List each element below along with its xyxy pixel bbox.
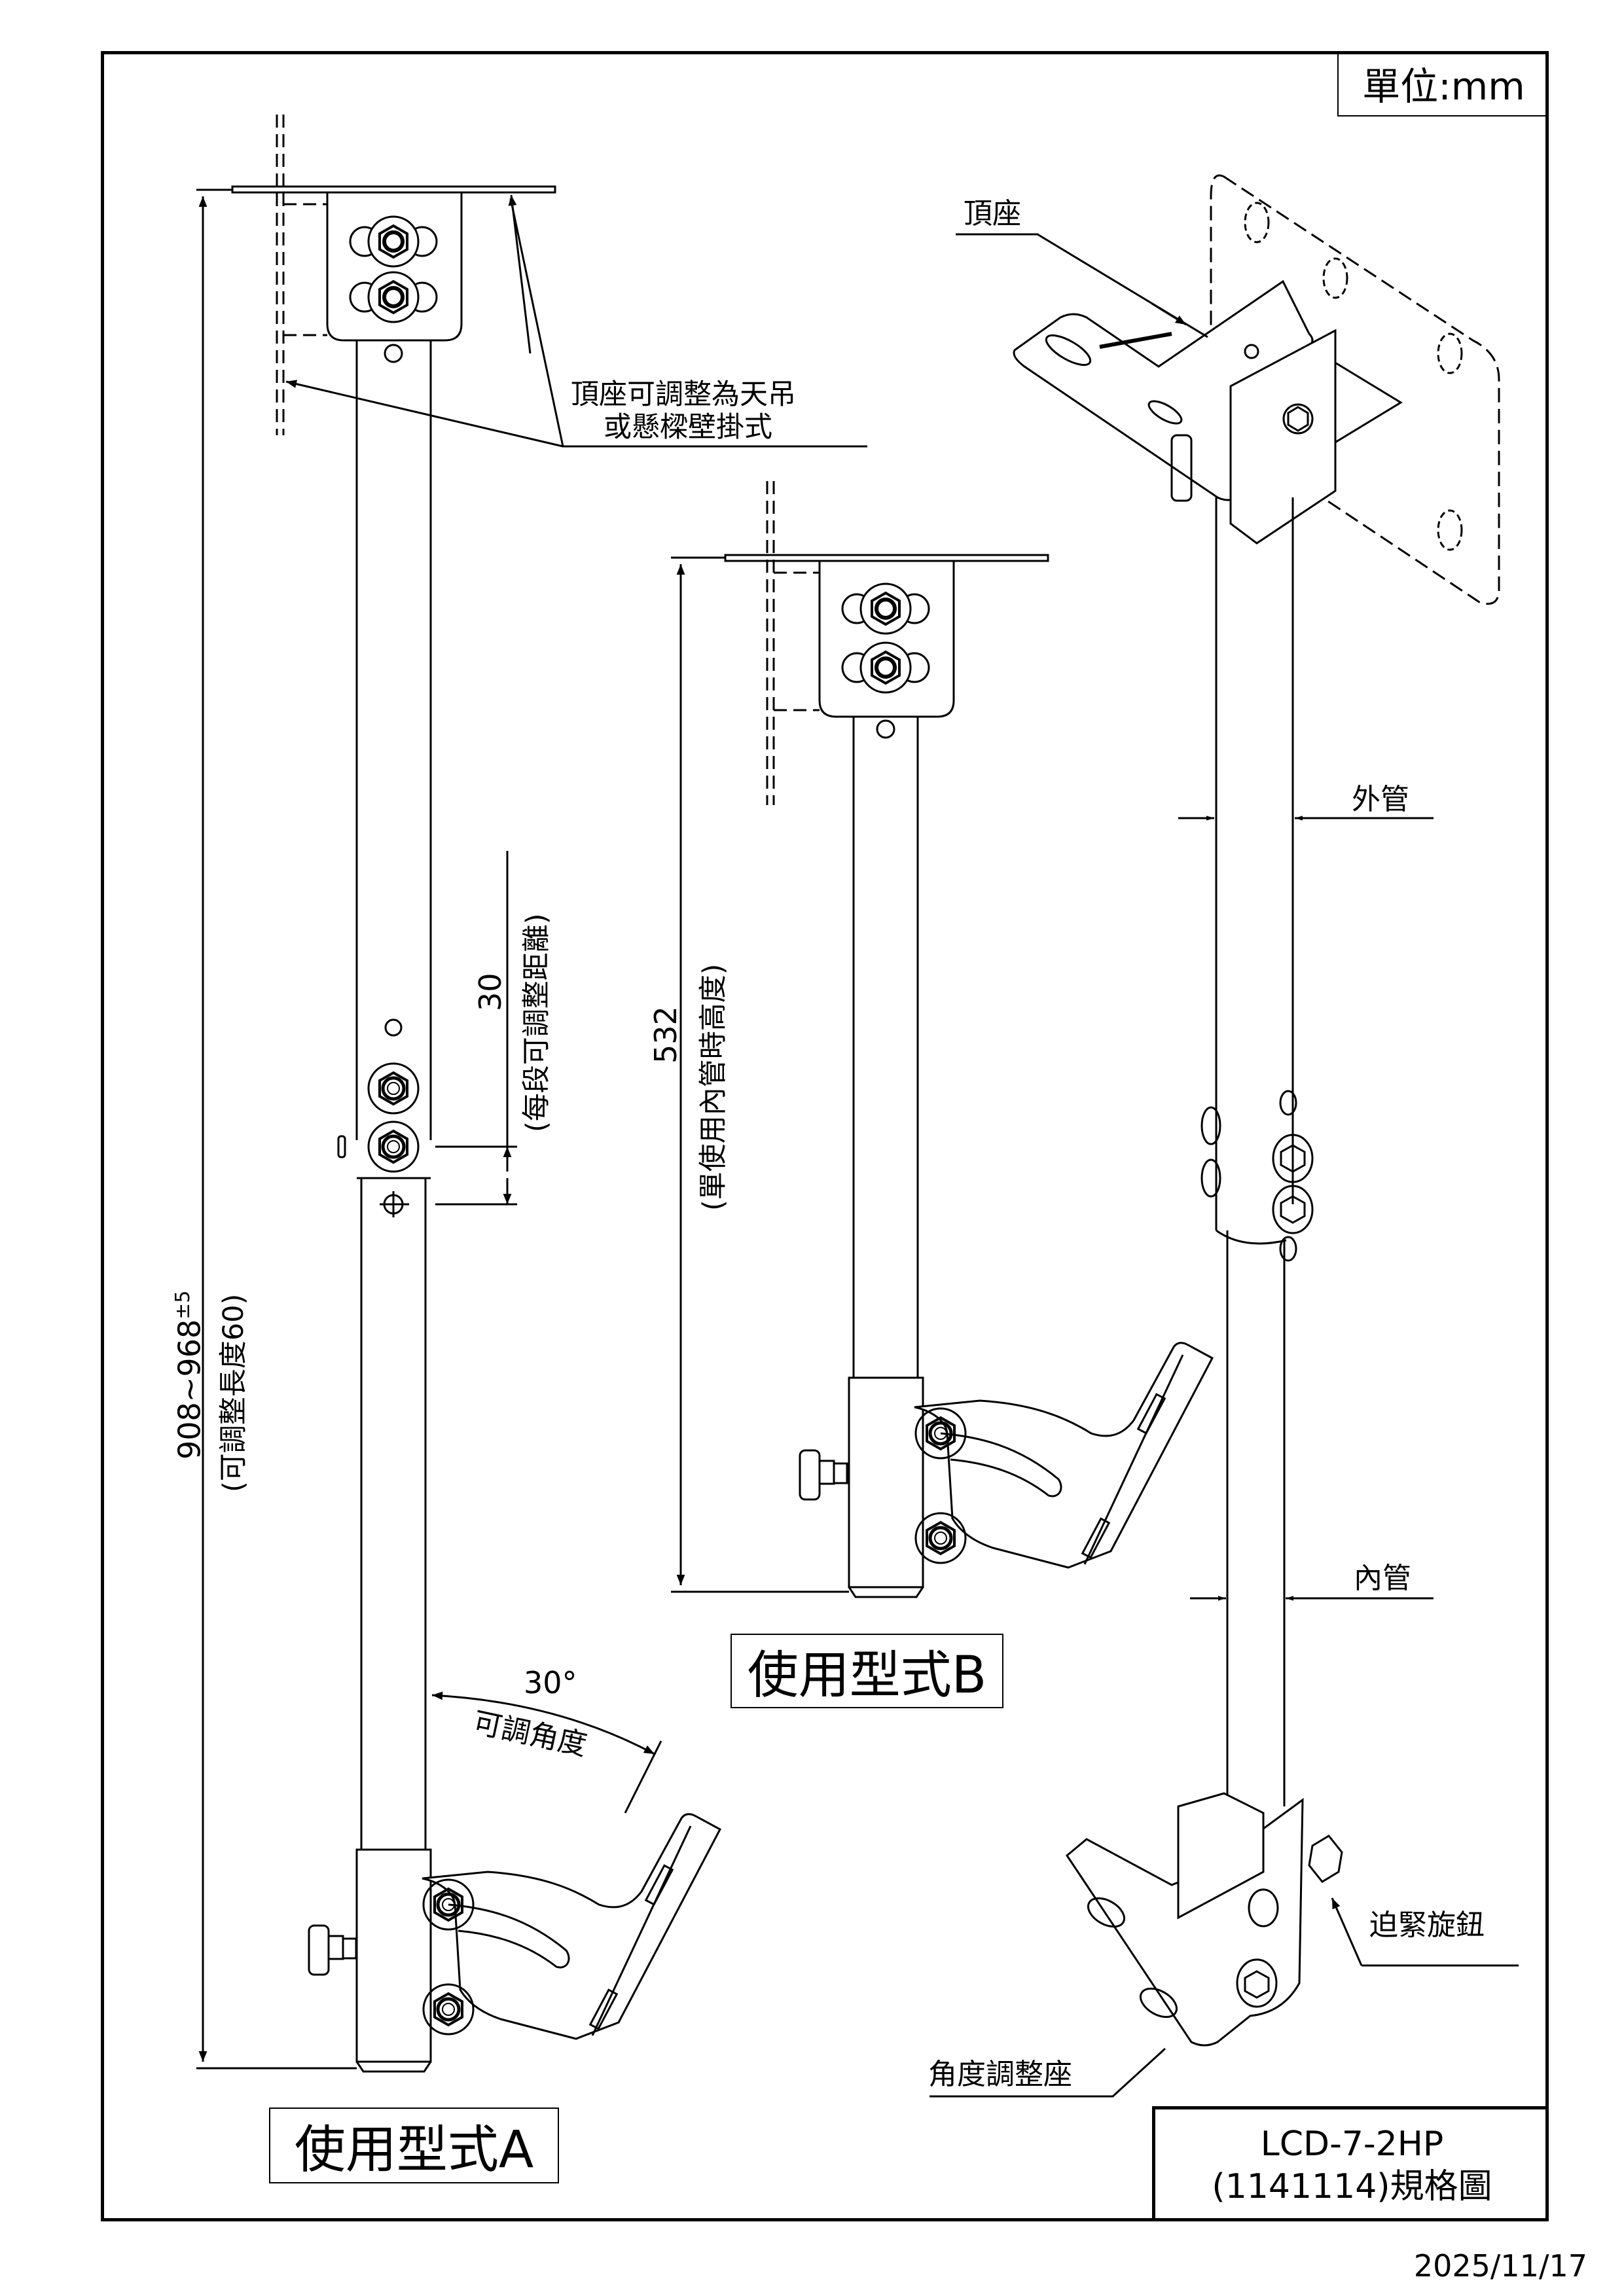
style-a-label-box: 使用型式A xyxy=(269,2108,559,2183)
model-number: LCD-7-2HP xyxy=(1260,2124,1444,2164)
doc-title: (1141114)規格圖 xyxy=(1212,2166,1492,2206)
styleA-drawing xyxy=(196,115,867,2073)
dim-total-note: (可調整長度60) xyxy=(217,1293,250,1492)
revision-date: 2025/11/17 xyxy=(1413,2248,1587,2284)
title-block: LCD-7-2HP (1141114)規格圖 xyxy=(1152,2106,1549,2221)
callout-angle-seat: 角度調整座 xyxy=(928,2058,1072,2091)
callout-lock-knob: 迫緊旋鈕 xyxy=(1369,1909,1485,1942)
angle-value: 30° xyxy=(524,1665,577,1700)
dim-step-value: 30 xyxy=(473,973,508,1011)
drawing-frame xyxy=(101,51,1549,2221)
style-b-label-box: 使用型式B xyxy=(731,1634,1003,1708)
style-a-label: 使用型式A xyxy=(294,2121,534,2179)
unit-box: 單位:mm xyxy=(1337,51,1549,117)
styleB-drawing xyxy=(671,481,1212,1598)
callout-mount-line1: 頂座可調整為天吊 xyxy=(571,378,796,411)
iso-drawing xyxy=(929,174,1519,2098)
unit-label: 單位:mm xyxy=(1362,64,1525,109)
callout-inner-tube: 內管 xyxy=(1354,1562,1411,1595)
callout-outer-tube: 外管 xyxy=(1352,783,1409,816)
dim-total-value: 908~968±5 xyxy=(171,1290,208,1460)
style-b-label: 使用型式B xyxy=(747,1646,987,1705)
callout-top-base: 頂座 xyxy=(964,197,1021,230)
dim-height-note: (單使用內管時高度) xyxy=(697,963,730,1211)
dim-total-tolerance: ±5 xyxy=(171,1290,194,1319)
dim-height-value: 532 xyxy=(648,1006,683,1064)
callout-mount-line2: 或懸樑壁掛式 xyxy=(604,411,772,444)
dim-step-note: (每段可調整距離) xyxy=(520,913,553,1132)
